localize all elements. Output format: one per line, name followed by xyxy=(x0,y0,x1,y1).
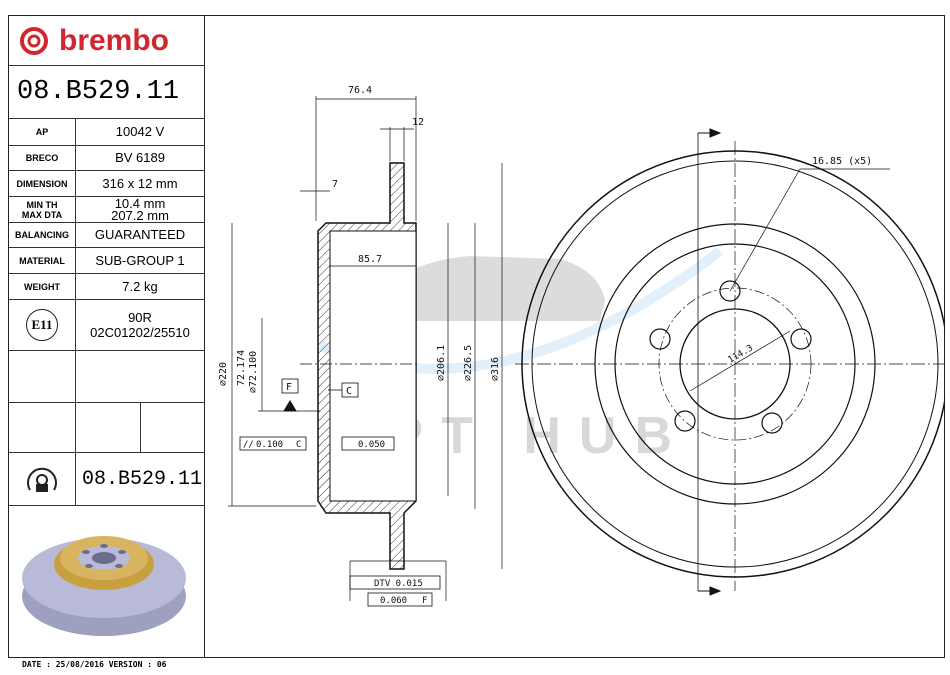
spec-panel: brembo 08.B529.11 AP 10042 V BRECO BV 6189… xyxy=(8,15,205,658)
disc-caliper-icon xyxy=(27,467,57,492)
spec-label: AP xyxy=(9,119,76,145)
disc-icon-cell xyxy=(9,453,76,505)
spec-label: WEIGHT xyxy=(9,274,76,299)
spec-value: 7.2 kg xyxy=(122,278,158,294)
dim-d72-upper: 72.174 xyxy=(236,350,247,386)
datum-c: C xyxy=(346,386,352,397)
part-number-row-2: 08.B529.11 xyxy=(9,453,204,506)
part-number-row: 08.B529.11 xyxy=(9,66,204,119)
spec-label: DIMENSION xyxy=(9,171,76,196)
spec-value: 10042 V xyxy=(115,124,165,139)
spec-value: BV 6189 xyxy=(115,150,165,165)
dim-overall-height: 76.4 xyxy=(348,85,372,96)
spec-row-ap: AP 10042 V xyxy=(9,119,204,146)
approval-code: 90R xyxy=(128,309,152,325)
dim-d72-lower: ⌀72.100 xyxy=(248,351,259,393)
spec-label: BRECO xyxy=(9,146,76,170)
logo-row: brembo xyxy=(9,16,204,66)
dim-d220: ⌀220 xyxy=(218,362,229,386)
spec-row-balancing: BALANCING GUARANTEED xyxy=(9,223,204,248)
dim-inner-depth: 85.7 xyxy=(358,254,382,265)
part-number: 08.B529.11 xyxy=(17,77,180,107)
spec-value: 10.4 mm xyxy=(114,195,166,211)
spec-row-breco: BRECO BV 6189 xyxy=(9,146,204,171)
brand-name: brembo xyxy=(59,23,170,57)
side-section-view xyxy=(228,96,503,607)
dim-disc-thickness: 12 xyxy=(412,117,424,128)
empty-cell xyxy=(76,403,141,452)
bolt-holes xyxy=(649,280,812,434)
spec-value: GUARANTEED xyxy=(94,227,186,242)
drawing-area: OPT HUB 76.4 12 7 85.7 ⌀220 72.174 ⌀72.1… xyxy=(205,15,949,658)
brembo-logo: brembo xyxy=(9,24,169,58)
parallelism-tolerance: 0.100 xyxy=(256,440,283,450)
dim-d206: ⌀206.1 xyxy=(436,345,447,381)
spec-value: 316 x 12 mm xyxy=(102,175,178,191)
spec-value: 207.2 mm xyxy=(111,207,169,223)
parallelism-datum: C xyxy=(296,440,301,450)
empty-row xyxy=(9,351,204,403)
flatness-tolerance: 0.050 xyxy=(358,440,385,450)
approval-number: 02C01202/25510 xyxy=(90,324,190,340)
brembo-logo-icon xyxy=(20,26,48,55)
datum-f: F xyxy=(286,382,292,393)
e11-mark: E11 xyxy=(9,300,76,350)
disc-product-image xyxy=(9,506,204,656)
spec-row-material: MATERIAL SUB-GROUP 1 xyxy=(9,248,204,274)
runout-datum: F xyxy=(422,596,427,606)
part-number-secondary: 08.B529.11 xyxy=(82,467,203,491)
dim-bolt-holes: 16.85 (x5) xyxy=(812,156,872,167)
date-version-footer: DATE : 25/08/2016 VERSION : 06 xyxy=(22,660,167,669)
spec-label: BALANCING xyxy=(9,223,76,247)
dim-d316: ⌀316 xyxy=(490,357,501,381)
runout-tolerance: 0.060 xyxy=(380,596,407,606)
front-view xyxy=(515,128,949,596)
empty-cell xyxy=(9,351,76,402)
dim-pcd: 114.3 xyxy=(727,343,755,365)
dtv-tolerance: DTV 0.015 xyxy=(374,579,423,589)
dim-hat-wall: 7 xyxy=(332,179,338,190)
spec-value: SUB-GROUP 1 xyxy=(95,252,185,268)
spec-row-weight: WEIGHT 7.2 kg xyxy=(9,274,204,300)
spec-label: MATERIAL xyxy=(9,248,76,273)
e11-badge: E11 xyxy=(26,309,58,341)
empty-row xyxy=(9,403,204,453)
empty-cell xyxy=(9,403,76,452)
engineering-drawing: OPT HUB 76.4 12 7 85.7 ⌀220 72.174 ⌀72.1… xyxy=(218,85,949,607)
spec-row-dimension: DIMENSION 316 x 12 mm xyxy=(9,171,204,197)
svg-text://: // xyxy=(243,440,254,450)
dim-d226: ⌀226.5 xyxy=(463,345,474,381)
spec-label: MIN TH xyxy=(26,199,58,210)
spec-label: MAX DTA xyxy=(21,209,63,220)
